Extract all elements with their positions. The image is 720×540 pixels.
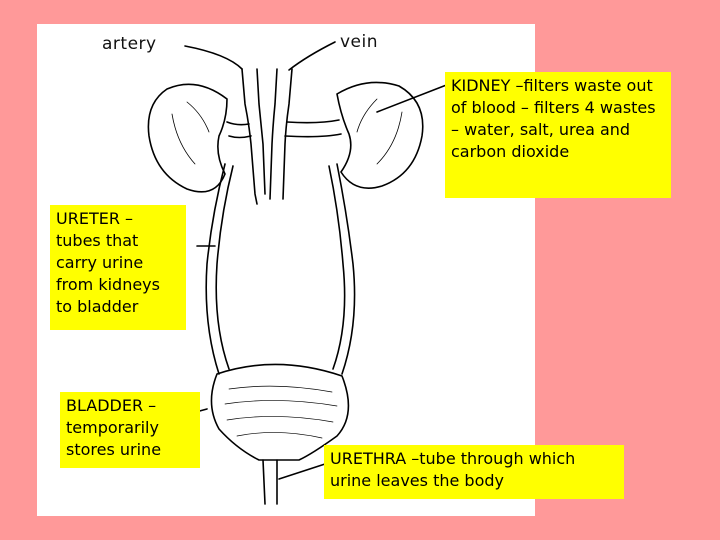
artery-label: artery xyxy=(102,34,157,54)
bladder-callout: BLADDER – temporarily stores urine xyxy=(60,392,200,468)
kidney-leader-line xyxy=(377,84,449,112)
urethra-shape xyxy=(263,460,277,504)
ureter-callout: URETER – tubes that carry urine from kid… xyxy=(50,205,186,330)
vena-cava xyxy=(270,69,292,199)
artery-leader-line xyxy=(185,46,242,69)
urethra-leader-line xyxy=(279,464,325,479)
right-ureter xyxy=(329,164,355,374)
urethra-callout: URETHRA –tube through which urine leaves… xyxy=(324,445,624,499)
right-kidney xyxy=(285,82,423,188)
vein-leader-line xyxy=(289,42,335,70)
kidney-callout: KIDNEY –filters waste out of blood – fil… xyxy=(445,72,671,198)
left-kidney xyxy=(148,84,251,192)
vein-label: vein xyxy=(340,32,378,52)
left-ureter xyxy=(206,164,233,374)
